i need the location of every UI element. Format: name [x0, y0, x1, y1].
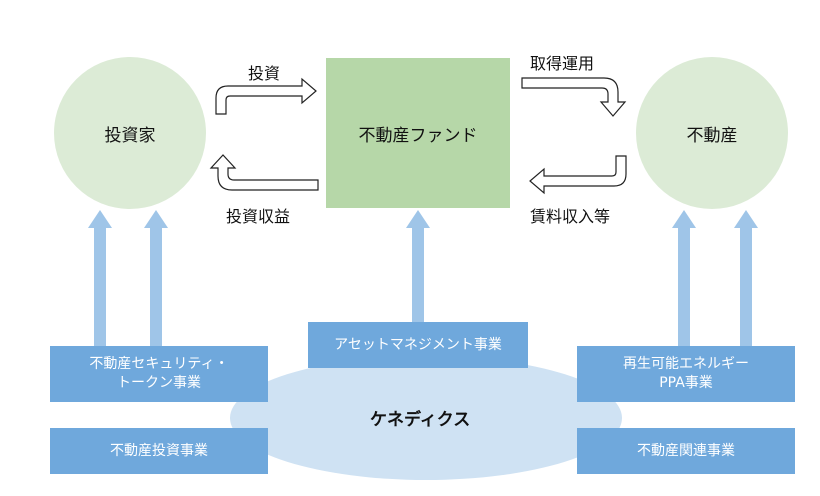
support-arrows — [88, 210, 758, 346]
related-business: 不動産関連事業 — [577, 428, 795, 474]
arrow-rental-income — [529, 155, 627, 195]
up-arrow-investor-left — [88, 210, 112, 346]
asset-management-business: アセットマネジメント事業 — [308, 322, 528, 368]
security-token-label: 不動産セキュリティ・ トークン事業 — [89, 356, 229, 391]
acquisition-label: 取得運用 — [530, 54, 595, 73]
realestate-node: 不動産 — [636, 57, 788, 209]
related-business-label: 不動産関連事業 — [637, 442, 735, 459]
realestate-label: 不動産 — [686, 125, 738, 146]
rental-income-label: 賃料収入等 — [530, 207, 611, 226]
fund-node: 不動産ファンド — [326, 58, 510, 208]
arrow-investment-return — [209, 154, 319, 191]
asset-management-label: アセットマネジメント事業 — [334, 336, 502, 353]
up-arrow-realestate-left — [672, 210, 696, 346]
arrow-investment — [215, 77, 317, 115]
up-arrow-fund — [406, 210, 430, 322]
kenedix-ellipse — [230, 356, 622, 480]
investment-label: 投資 — [248, 64, 281, 83]
kenedix-label: ケネディクス — [370, 410, 471, 430]
investor-node: 投資家 — [54, 57, 206, 209]
arrow-acquisition — [521, 77, 627, 117]
investment-business-label: 不動産投資事業 — [110, 442, 208, 459]
renewable-business: 再生可能エネルギー PPA事業 — [577, 346, 795, 402]
investment-business: 不動産投資事業 — [50, 428, 268, 474]
renewable-label: 再生可能エネルギー PPA事業 — [623, 356, 749, 391]
investor-label: 投資家 — [104, 125, 156, 146]
security-token-business: 不動産セキュリティ・ トークン事業 — [50, 346, 268, 402]
up-arrow-realestate-right — [734, 210, 758, 346]
investment-return-label: 投資収益 — [226, 207, 291, 226]
up-arrow-investor-right — [144, 210, 168, 346]
fund-label: 不動産ファンド — [358, 125, 478, 146]
